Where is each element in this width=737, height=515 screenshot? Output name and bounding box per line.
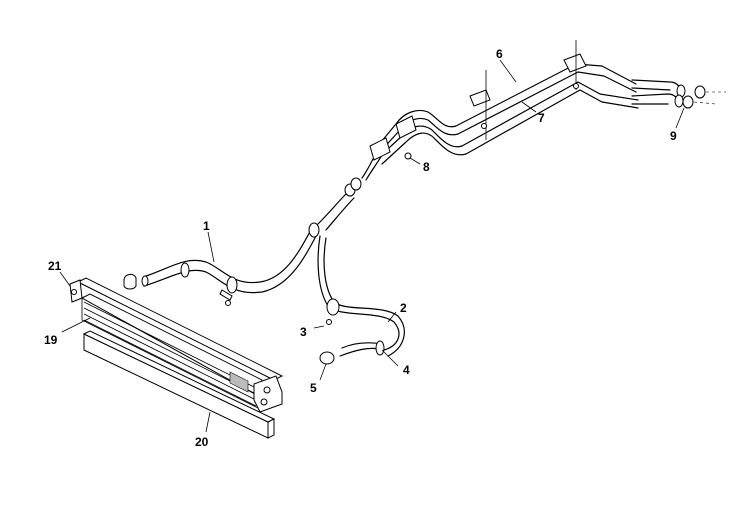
callout-19: 19 xyxy=(44,333,58,347)
callout-21: 21 xyxy=(48,259,62,273)
oil-cooler xyxy=(69,277,284,413)
callout-3: 3 xyxy=(300,325,307,339)
callout-2: 2 xyxy=(400,301,407,315)
callout-4: 4 xyxy=(403,363,410,377)
callout-8: 8 xyxy=(423,160,430,174)
callout-labels: 1 2 3 4 5 6 7 8 9 19 20 21 xyxy=(44,47,677,449)
cooler-seal-strip xyxy=(82,330,276,439)
callout-7: 7 xyxy=(538,111,545,125)
callout-5: 5 xyxy=(310,381,317,395)
callout-9: 9 xyxy=(670,129,677,143)
hose-center xyxy=(317,149,385,231)
hose-2 xyxy=(308,222,405,365)
callout-20: 20 xyxy=(195,435,209,449)
leader-lines xyxy=(59,59,685,433)
callout-6: 6 xyxy=(496,47,503,61)
callout-1: 1 xyxy=(203,219,210,233)
hose-1 xyxy=(123,227,319,306)
rigid-pipes xyxy=(369,40,726,165)
